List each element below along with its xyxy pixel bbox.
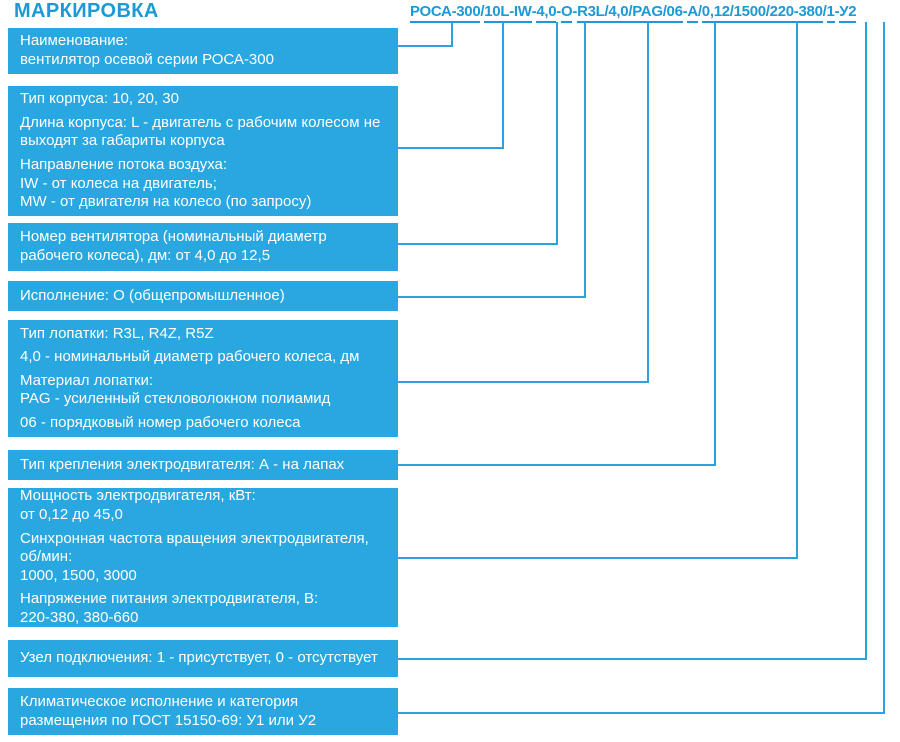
label-text: Напряжение питания электродвигателя, В: … bbox=[20, 590, 319, 626]
connector-vertical-8 bbox=[865, 22, 867, 660]
label-box-housing: Тип корпуса: 10, 20, 30 Длина корпуса: L … bbox=[8, 86, 398, 216]
label-text: Мощность электродвигателя, кВт: от 0,12 … bbox=[20, 487, 256, 524]
label-box-version: Исполнение: О (общепромышленное) bbox=[8, 281, 398, 311]
connector-horizontal-2 bbox=[398, 147, 504, 149]
code-separator-13: / bbox=[822, 3, 827, 20]
code-segment-4: 4,0 bbox=[536, 3, 557, 23]
connector-vertical-4 bbox=[584, 22, 586, 298]
code-separator-15: - bbox=[834, 3, 840, 20]
connector-vertical-5 bbox=[647, 22, 649, 383]
label-text: Номер вентилятора (номинальный диаметр р… bbox=[20, 228, 327, 264]
code-segment-2: 10L-IW bbox=[484, 3, 532, 23]
code-segment-12: 0,12/1500/220-380 bbox=[701, 3, 823, 23]
connector-vertical-1 bbox=[451, 22, 453, 47]
label-box-climatic: Климатическое исполнение и категория раз… bbox=[8, 688, 398, 735]
connector-vertical-3 bbox=[556, 22, 558, 245]
label-box-motor-specs: Мощность электродвигателя, кВт: от 0,12 … bbox=[8, 487, 398, 627]
connector-vertical-2 bbox=[502, 22, 504, 149]
connector-horizontal-3 bbox=[398, 243, 558, 245]
label-text: Синхронная частота вращения электродвига… bbox=[20, 529, 369, 584]
connector-horizontal-8 bbox=[398, 658, 867, 660]
code-segment-14: 1 bbox=[826, 3, 835, 23]
label-text: Тип корпуса: 10, 20, 30 bbox=[20, 90, 179, 108]
connector-horizontal-4 bbox=[398, 296, 586, 298]
code-separator-11: / bbox=[697, 3, 702, 20]
page-title: МАРКИРОВКА bbox=[14, 0, 159, 22]
code-segment-16: У2 bbox=[839, 3, 857, 23]
label-text: 4,0 - номинальный диаметр рабочего колес… bbox=[20, 348, 360, 366]
code-separator-9: - bbox=[682, 3, 688, 20]
connector-vertical-7 bbox=[796, 22, 798, 559]
code-separator-1: / bbox=[480, 3, 485, 20]
connector-horizontal-5 bbox=[398, 381, 649, 383]
label-text: Материал лопатки: PAG - усиленный стекло… bbox=[20, 371, 331, 408]
connector-horizontal-1 bbox=[398, 45, 453, 47]
label-text: Наименование: вентилятор осевой серии РО… bbox=[20, 32, 274, 68]
product-code: РОСА-300/10L-IW-4,0-О-R3L/4,0/PAG/06-А/0… bbox=[410, 3, 857, 23]
code-separator-3: - bbox=[531, 3, 537, 20]
connector-vertical-6 bbox=[714, 22, 716, 466]
connector-vertical-9 bbox=[883, 22, 885, 714]
code-separator-7: - bbox=[572, 3, 578, 20]
connector-horizontal-6 bbox=[398, 464, 716, 466]
code-segment-10: А bbox=[687, 3, 698, 23]
label-text: Тип лопатки: R3L, R4Z, R5Z bbox=[20, 324, 214, 342]
label-text: 06 - порядковый номер рабочего колеса bbox=[20, 413, 301, 431]
code-segment-8: R3L/4,0/PAG/06 bbox=[577, 3, 683, 23]
label-box-connection-unit: Узел подключения: 1 - присутствует, 0 - … bbox=[8, 640, 398, 677]
label-text: Направление потока воздуха: IW - от коле… bbox=[20, 156, 312, 211]
code-segment-0: РОСА-300 bbox=[410, 3, 481, 23]
label-text: Тип крепления электродвигателя: А - на л… bbox=[20, 455, 345, 473]
code-segment-6: О bbox=[561, 3, 573, 23]
connector-horizontal-7 bbox=[398, 557, 798, 559]
code-separator-5: - bbox=[556, 3, 561, 20]
label-text: Длина корпуса: L - двигатель с рабочим к… bbox=[20, 113, 381, 150]
label-box-motor-mount: Тип крепления электродвигателя: А - на л… bbox=[8, 450, 398, 480]
label-text: Климатическое исполнение и категория раз… bbox=[20, 692, 317, 729]
label-box-blade: Тип лопатки: R3L, R4Z, R5Z 4,0 - номиналь… bbox=[8, 320, 398, 437]
label-box-name: Наименование: вентилятор осевой серии РО… bbox=[8, 28, 398, 74]
label-box-fan-number: Номер вентилятора (номинальный диаметр р… bbox=[8, 223, 398, 271]
label-text: Исполнение: О (общепромышленное) bbox=[20, 286, 285, 304]
label-text: Узел подключения: 1 - присутствует, 0 - … bbox=[20, 649, 378, 667]
connector-horizontal-9 bbox=[398, 712, 885, 714]
